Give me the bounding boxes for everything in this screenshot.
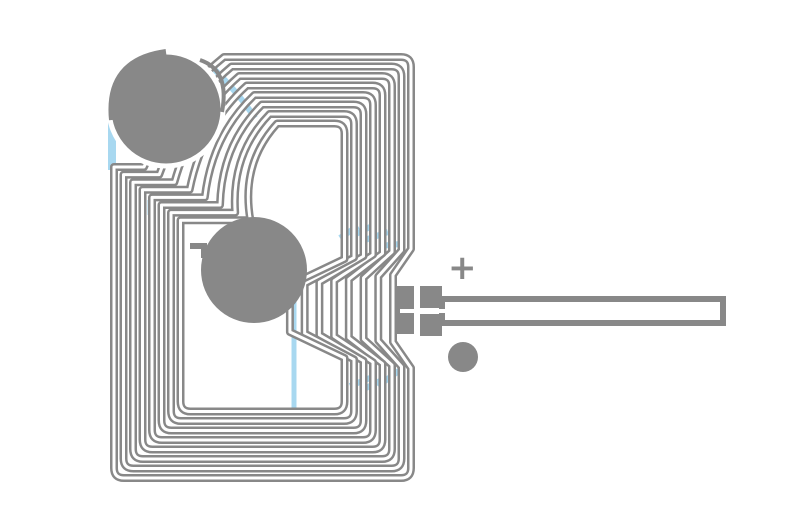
lead-wire (400, 296, 726, 326)
solder-pad-top-left (106, 49, 226, 169)
plus-label: + (448, 248, 477, 288)
coil-loop-core-4 (141, 84, 384, 451)
round-contact (448, 342, 478, 372)
solder-pad-center (190, 217, 307, 323)
antenna-coils (110, 53, 415, 482)
coil-loop-core-3 (131, 74, 394, 461)
coil-loop-core-1 (112, 55, 413, 480)
coil-loop-core-2 (122, 65, 403, 470)
coil-loop-core-6 (160, 103, 365, 432)
coil-loop-core-7 (169, 112, 356, 423)
coil-loop-core-5 (150, 93, 375, 442)
coil-loop-core-8 (179, 122, 346, 413)
